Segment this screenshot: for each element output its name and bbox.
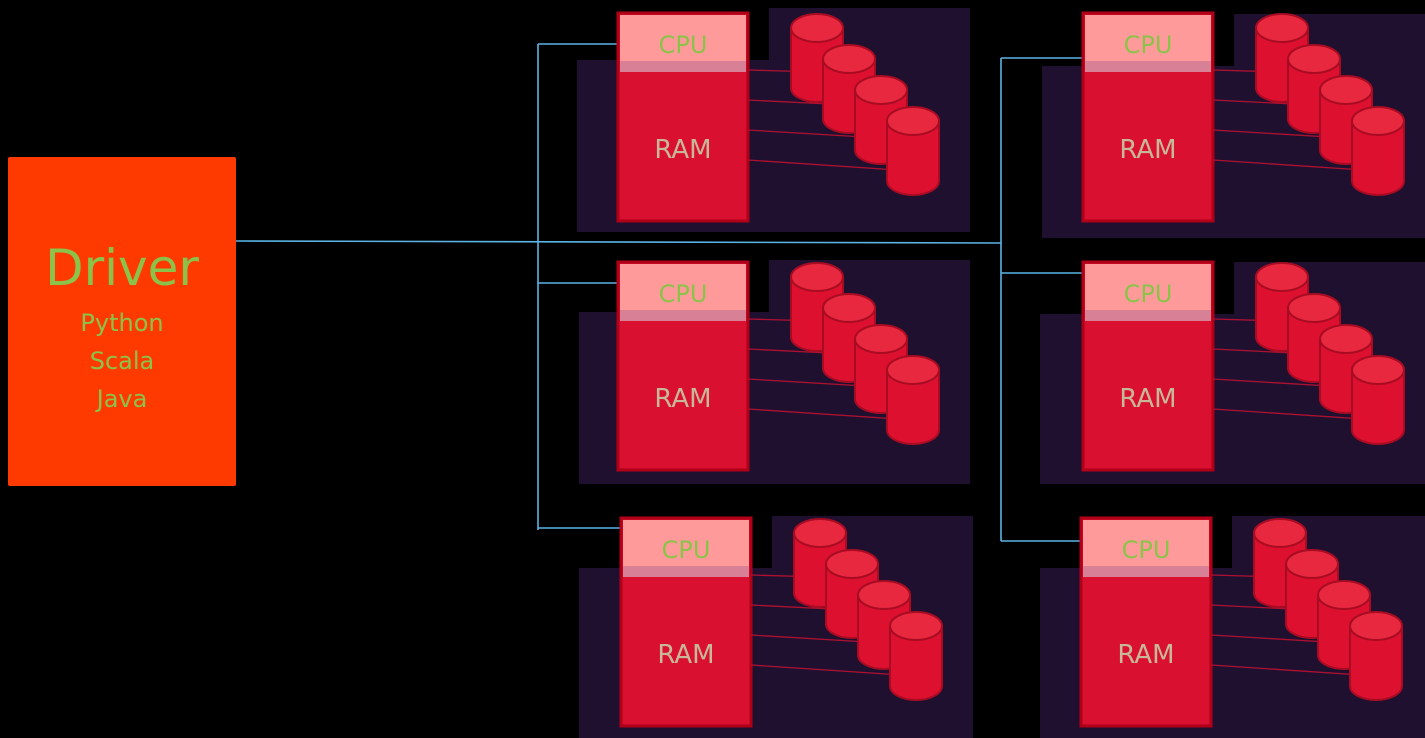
driver-node: Driver Python Scala Java — [8, 157, 236, 486]
ram-label: RAM — [657, 640, 714, 670]
ram-label: RAM — [654, 384, 711, 414]
disk-top — [1351, 355, 1405, 385]
disk-top — [822, 293, 876, 323]
disk-icon — [1351, 369, 1405, 445]
ram-label: RAM — [1117, 640, 1174, 670]
disk-top — [1287, 293, 1341, 323]
cpu-label: CPU — [662, 536, 711, 564]
worker-node: CPU RAM — [579, 260, 970, 484]
cpu-block-edge — [1085, 61, 1211, 72]
disk-top — [793, 518, 847, 548]
disk-icon — [886, 369, 940, 445]
ram-label: RAM — [654, 135, 711, 165]
cpu-block-edge — [623, 566, 749, 577]
cpu-block-edge — [620, 61, 746, 72]
disk-top — [889, 611, 943, 641]
worker-node: CPU RAM — [1040, 516, 1425, 738]
cpu-block-edge — [1085, 310, 1211, 321]
disk-connector — [750, 664, 917, 677]
disk-top — [1255, 13, 1309, 43]
worker-node: CPU RAM — [579, 516, 973, 738]
disk-top — [1349, 611, 1403, 641]
disk-top — [1319, 75, 1373, 105]
disk-top — [1351, 106, 1405, 136]
disk-connector — [1210, 664, 1377, 677]
driver-language-java: Java — [95, 385, 148, 413]
disk-top — [857, 580, 911, 610]
disk-top — [825, 549, 879, 579]
network-link — [235, 240, 1002, 244]
disk-top — [822, 44, 876, 74]
disk-icon — [889, 625, 943, 701]
disk-icon — [886, 120, 940, 196]
driver-language-scala: Scala — [90, 347, 155, 375]
worker-node: CPU RAM — [1040, 260, 1425, 484]
disk-top — [854, 324, 908, 354]
cpu-label: CPU — [1124, 280, 1173, 308]
disk-top — [790, 262, 844, 292]
network-links — [235, 43, 1082, 542]
disk-connector — [747, 408, 914, 421]
disk-top — [854, 75, 908, 105]
cpu-block-edge — [1083, 566, 1209, 577]
cpu-block-edge — [620, 310, 746, 321]
disk-icon — [1349, 625, 1403, 701]
disk-top — [1253, 518, 1307, 548]
disk-connector — [1212, 408, 1379, 421]
disk-top — [1255, 262, 1309, 292]
driver-box — [8, 157, 236, 486]
disk-top — [886, 106, 940, 136]
cpu-label: CPU — [659, 31, 708, 59]
driver-title: Driver — [45, 239, 199, 297]
disk-top — [790, 13, 844, 43]
disk-connector — [1212, 159, 1379, 172]
worker-node: CPU RAM — [577, 8, 970, 232]
disk-top — [1287, 44, 1341, 74]
disk-top — [1317, 580, 1371, 610]
disk-icon — [1351, 120, 1405, 196]
driver-language-python: Python — [80, 309, 163, 337]
disk-top — [886, 355, 940, 385]
ram-label: RAM — [1119, 135, 1176, 165]
worker-nodes: CPU RAM CPU RAM CPU RAM CPU RAM CPU RAM CPU RAM — [577, 8, 1425, 738]
cpu-label: CPU — [1122, 536, 1171, 564]
disk-connector — [747, 159, 914, 172]
cpu-label: CPU — [1124, 31, 1173, 59]
ram-label: RAM — [1119, 384, 1176, 414]
disk-top — [1319, 324, 1373, 354]
worker-node: CPU RAM — [1042, 11, 1425, 238]
cpu-label: CPU — [659, 280, 708, 308]
disk-top — [1285, 549, 1339, 579]
